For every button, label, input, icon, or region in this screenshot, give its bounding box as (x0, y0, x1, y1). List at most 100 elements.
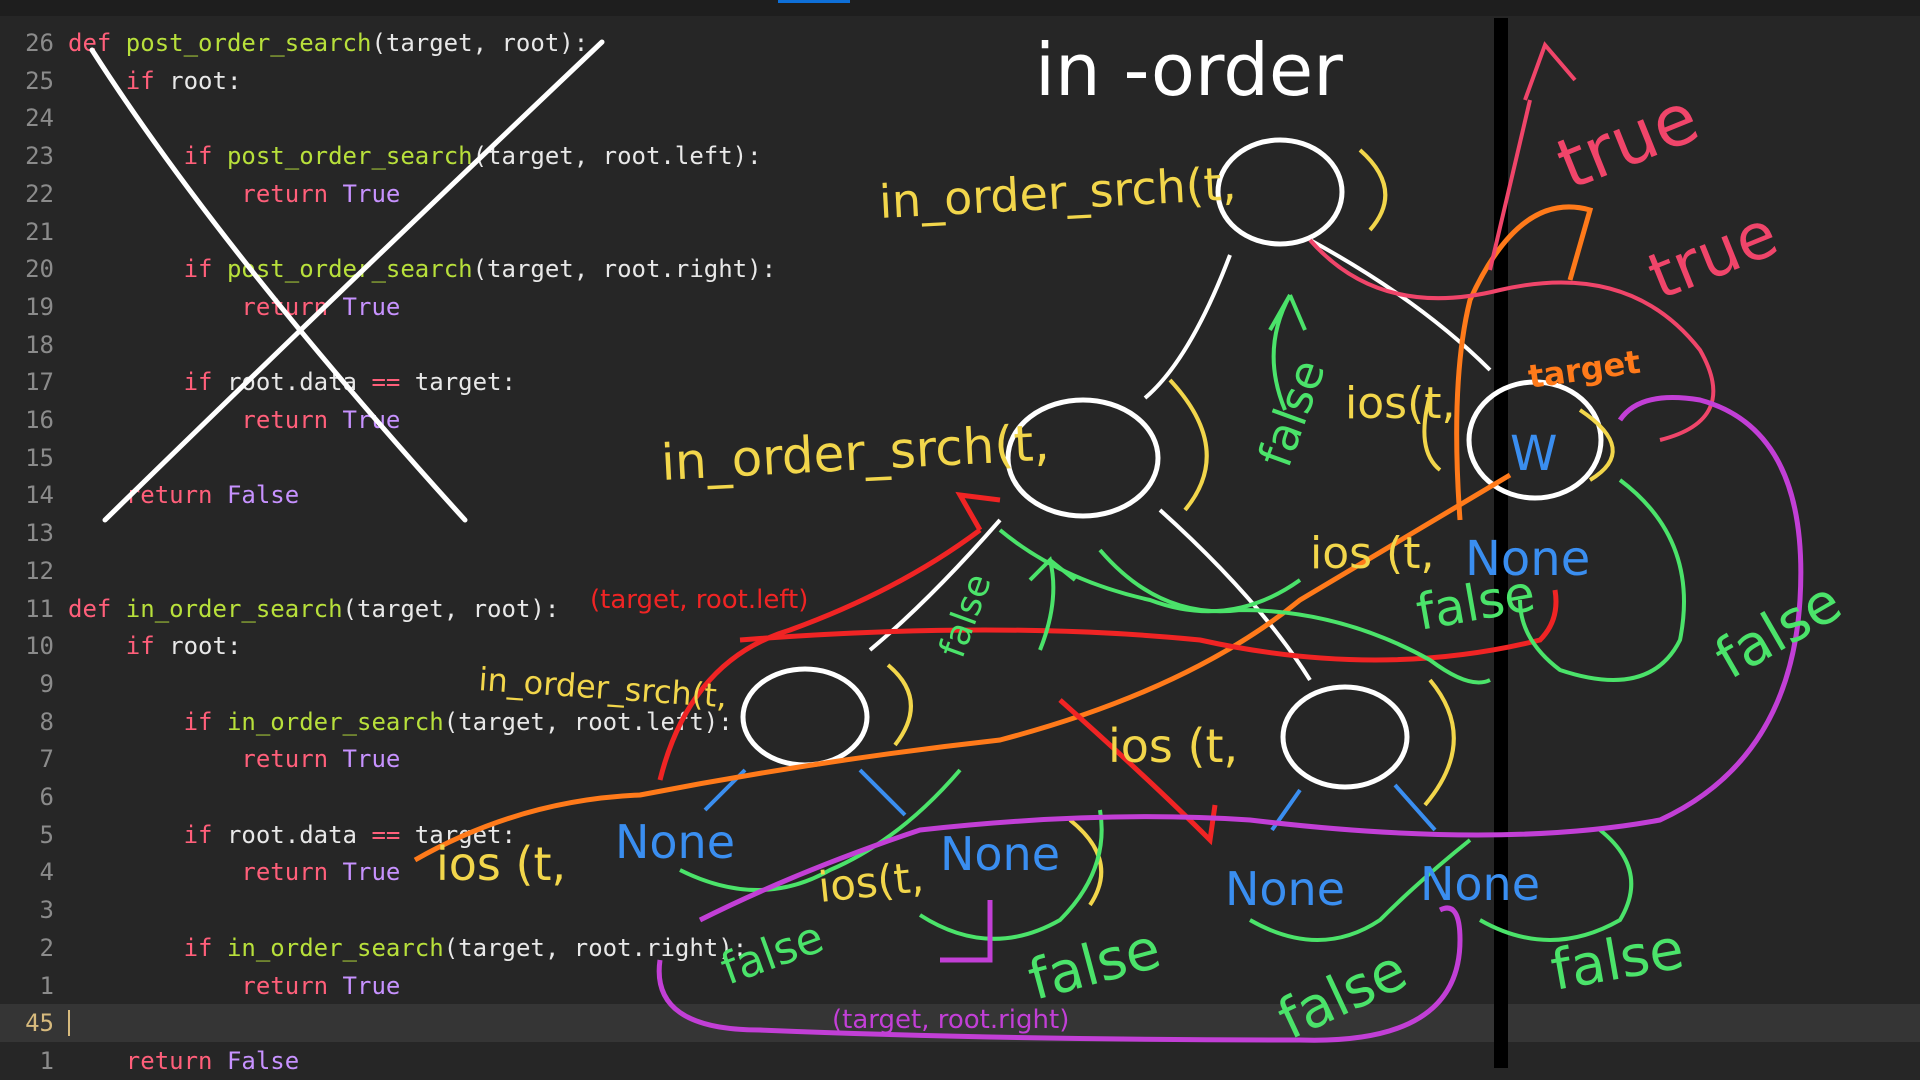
code-line[interactable]: 22 return True (0, 175, 1920, 213)
line-number: 18 (25, 330, 54, 359)
line-number: 13 (25, 519, 54, 548)
code-token: return (241, 858, 343, 887)
line-number: 2 (39, 933, 54, 962)
line-number: 3 (39, 896, 54, 925)
code-token (68, 293, 241, 321)
code-token: False (226, 481, 300, 510)
code-token: return (241, 292, 343, 321)
code-token: return (241, 406, 343, 434)
code-token: True (342, 406, 401, 434)
code-token: post_order_search (226, 255, 473, 284)
code-token: if (183, 368, 213, 397)
code-text: if in_order_search(target, root.right): (68, 929, 748, 967)
code-token: return (241, 179, 343, 208)
code-line[interactable]: 21 (0, 213, 1920, 251)
code-token: def (68, 594, 126, 623)
code-line[interactable]: 7 return True (0, 740, 1920, 778)
code-token: root: (154, 66, 242, 95)
code-line[interactable]: 10 if root: (0, 627, 1920, 665)
code-text: if post_order_search(target, root.right)… (68, 250, 776, 288)
code-token (68, 142, 184, 170)
code-text: return False (68, 476, 299, 514)
code-token: root: (154, 632, 242, 661)
code-token: (target, root): (371, 29, 589, 57)
code-token (68, 481, 126, 509)
code-token (68, 934, 184, 962)
code-token: if (183, 255, 227, 284)
code-line[interactable]: 25 if root: (0, 62, 1920, 100)
code-line[interactable]: 15 (0, 439, 1920, 477)
text-caret (68, 1010, 70, 1037)
code-line[interactable]: 13 (0, 514, 1920, 552)
line-number: 25 (25, 66, 54, 95)
code-line[interactable]: 5 if root.data == target: (0, 816, 1920, 854)
code-line[interactable]: 23 if post_order_search(target, root.lef… (0, 137, 1920, 175)
code-text: return True (68, 401, 400, 439)
code-token: post_order_search (226, 142, 473, 171)
code-line[interactable]: 18 (0, 326, 1920, 364)
code-token: in_order_search (226, 933, 444, 962)
code-token (68, 255, 184, 283)
code-token: if (183, 933, 227, 962)
line-number: 20 (25, 255, 54, 284)
line-number: 22 (25, 179, 54, 208)
code-token: (target, root.left): (472, 142, 762, 171)
code-line[interactable]: 16 return True (0, 401, 1920, 439)
code-line[interactable]: 1 return True (0, 967, 1920, 1005)
code-text: if in_order_search(target, root.left): (68, 703, 733, 741)
code-token: if (183, 707, 227, 736)
code-token (68, 821, 184, 849)
code-token: == (371, 820, 401, 849)
code-token (68, 368, 184, 396)
code-token: def (68, 29, 126, 57)
code-token: if (125, 66, 155, 95)
line-number: 45 (25, 1009, 54, 1038)
line-number: 19 (25, 292, 54, 321)
code-line[interactable]: 2 if in_order_search(target, root.right)… (0, 929, 1920, 967)
line-number: 11 (25, 594, 54, 623)
line-number: 24 (25, 104, 54, 133)
code-token: (target, root): (342, 594, 560, 623)
code-line[interactable]: 12 (0, 552, 1920, 590)
code-token (68, 632, 126, 660)
line-number: 4 (39, 858, 54, 887)
current-code-line[interactable]: 45 (0, 1004, 1920, 1043)
code-token: False (226, 1046, 300, 1075)
line-number: 23 (25, 142, 54, 171)
code-line[interactable]: 4 return True (0, 853, 1920, 891)
line-number: 8 (39, 707, 54, 736)
code-token (68, 745, 241, 773)
code-token: root.data (212, 820, 372, 849)
line-number: 1 (39, 1046, 54, 1075)
code-text: return True (68, 740, 400, 778)
code-text: if root: (68, 627, 242, 665)
code-token: target: (400, 368, 516, 397)
active-tab-indicator[interactable] (778, 0, 850, 3)
code-line[interactable]: 6 (0, 778, 1920, 816)
line-number: 12 (25, 556, 54, 585)
code-line[interactable]: 9 (0, 665, 1920, 703)
code-token (68, 972, 241, 1000)
code-text: if post_order_search(target, root.left): (68, 137, 762, 175)
code-token: (target, root.right): (472, 255, 777, 284)
code-line[interactable]: 8 if in_order_search(target, root.left): (0, 703, 1920, 741)
code-token (68, 67, 126, 95)
line-number: 21 (25, 217, 54, 246)
code-line[interactable]: 14 return False (0, 476, 1920, 514)
line-number: 6 (39, 783, 54, 811)
code-line[interactable]: 17 if root.data == target: (0, 363, 1920, 401)
code-line[interactable]: 24 (0, 99, 1920, 137)
code-text: if root: (68, 62, 242, 100)
code-token (68, 406, 241, 434)
code-token: (target, root.right): (443, 933, 748, 962)
line-number: 17 (25, 368, 54, 397)
line-number: 5 (39, 820, 54, 849)
code-line[interactable]: 19 return True (0, 288, 1920, 326)
black-divider-bar (1494, 18, 1508, 1068)
code-line[interactable]: 3 (0, 891, 1920, 929)
code-line[interactable]: 1 return False (0, 1042, 1920, 1080)
code-line[interactable]: 20 if post_order_search(target, root.rig… (0, 250, 1920, 288)
